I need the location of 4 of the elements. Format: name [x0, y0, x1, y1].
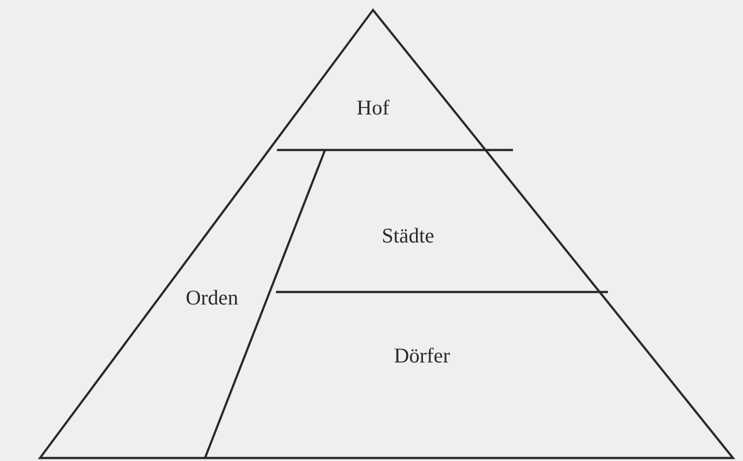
tier-label: Hof — [356, 96, 390, 120]
tier-label: Orden — [186, 286, 238, 310]
tier-label: Städte — [382, 224, 434, 248]
tier-label: Dörfer — [394, 344, 450, 368]
